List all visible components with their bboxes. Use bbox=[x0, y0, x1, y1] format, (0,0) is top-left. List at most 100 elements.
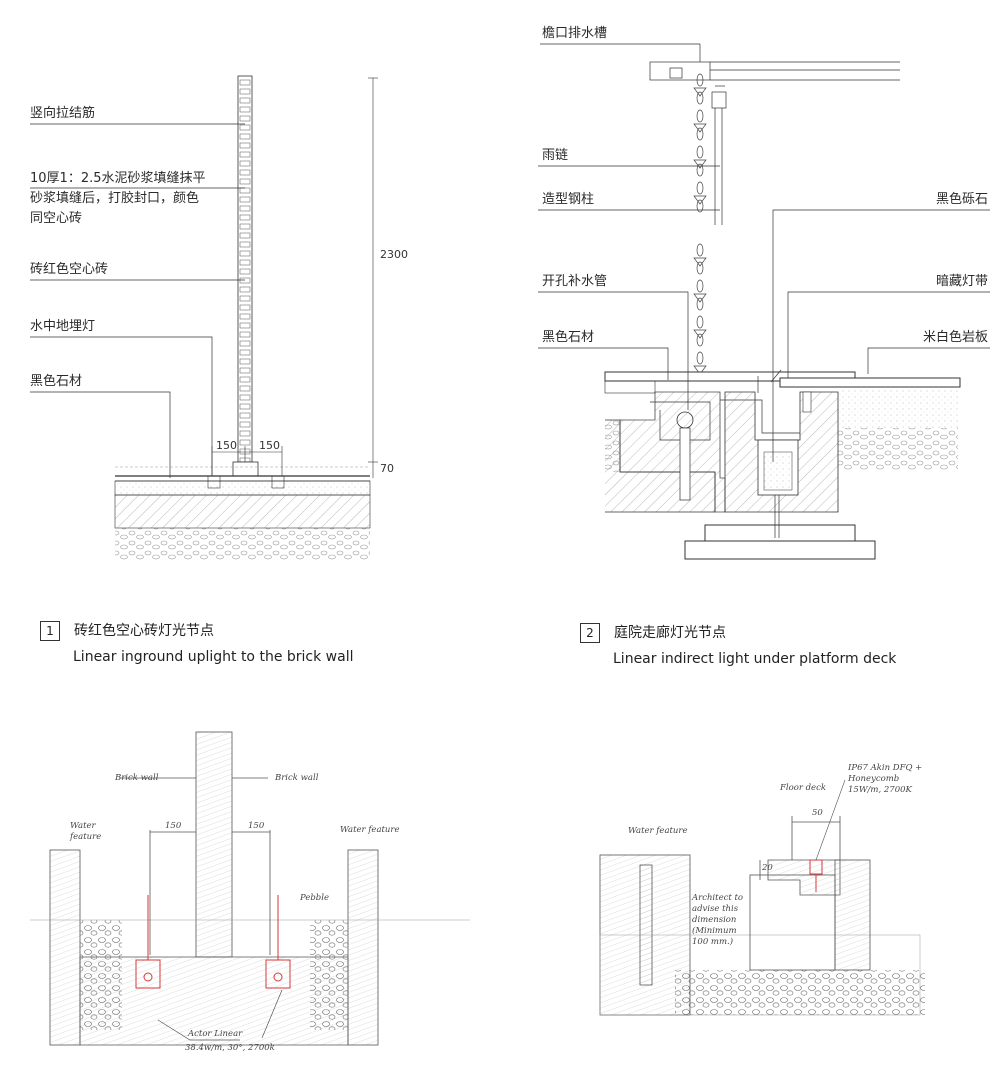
label-rain-chain: 雨链 bbox=[542, 148, 568, 163]
brick-course bbox=[239, 178, 251, 185]
sketch-label-brick-wall-left: Brick wall bbox=[114, 773, 159, 783]
brick-course bbox=[239, 286, 251, 293]
caption-1-subtitle: Linear inground uplight to the brick wal… bbox=[73, 649, 354, 665]
brick-course bbox=[239, 205, 251, 212]
caption-2-title: 庭院走廊灯光节点 bbox=[614, 625, 726, 641]
chain-link bbox=[696, 91, 704, 105]
brick-course bbox=[239, 295, 251, 302]
brick-course bbox=[239, 349, 251, 356]
label-mortar: 10厚1：2.5水泥砂浆填缝抹平砂浆填缝后，打胶封口，颜色同空心砖 bbox=[30, 171, 206, 226]
brick-course bbox=[239, 133, 251, 140]
brick-course bbox=[239, 97, 251, 104]
caption-1: 1 砖红色空心砖灯光节点 Linear inground uplight to t… bbox=[40, 620, 353, 665]
sketch-label-fixture: Actor Linear bbox=[187, 1029, 243, 1039]
chain-link bbox=[696, 163, 704, 177]
chain-link bbox=[696, 351, 704, 365]
chain-cup bbox=[693, 365, 707, 375]
detail-2-leaders bbox=[538, 165, 990, 462]
brick-course bbox=[239, 268, 251, 275]
brick-course bbox=[239, 277, 251, 284]
sketch-label-brick-wall-right: Brick wall bbox=[274, 773, 319, 783]
sketch-dim-left: 150 bbox=[165, 821, 182, 831]
brick-course bbox=[239, 106, 251, 113]
sketch-1-fixtures bbox=[135, 895, 291, 989]
brick-course bbox=[239, 124, 251, 131]
dim-right: 150 bbox=[259, 439, 280, 452]
chain-cup bbox=[693, 293, 707, 303]
brick-course bbox=[239, 376, 251, 383]
brick-course bbox=[239, 394, 251, 401]
label-inground-light: 水中地埋灯 bbox=[30, 319, 95, 334]
brick-course bbox=[239, 430, 251, 437]
height-dimension bbox=[368, 77, 378, 478]
chain-link bbox=[696, 333, 704, 347]
brick-course bbox=[239, 367, 251, 374]
brick-course bbox=[239, 79, 251, 86]
brick-course bbox=[239, 259, 251, 266]
label-rebar: 竖向拉结筋 bbox=[30, 105, 95, 121]
sketch2-label-floor-deck: Floor deck bbox=[779, 783, 826, 793]
brick-course bbox=[239, 412, 251, 419]
chain-link bbox=[696, 279, 704, 293]
sketch2-dim-side: 20 bbox=[761, 863, 773, 873]
platform-section bbox=[604, 369, 961, 560]
brick-course bbox=[239, 88, 251, 95]
chain-cup bbox=[693, 123, 707, 133]
sketch-label-fixture-spec: 38.4w/m, 30°, 2700k bbox=[185, 1043, 275, 1053]
sketch2-label-water: Water feature bbox=[628, 826, 688, 836]
chain-link bbox=[696, 73, 704, 87]
brick-course bbox=[239, 322, 251, 329]
brick-course bbox=[239, 331, 251, 338]
brick-course bbox=[239, 160, 251, 167]
sketch-brick-wall bbox=[195, 731, 233, 958]
chain-cup bbox=[693, 159, 707, 169]
label-black-stone: 黑色石材 bbox=[30, 373, 82, 389]
caption-2-subtitle: Linear indirect light under platform dec… bbox=[613, 651, 897, 667]
brick-course bbox=[239, 439, 251, 446]
brick-course bbox=[239, 232, 251, 239]
label-brick: 砖红色空心砖 bbox=[30, 261, 108, 277]
sketch-label-water-right: Water feature bbox=[340, 825, 400, 835]
brick-course bbox=[239, 169, 251, 176]
label-black-stone-2: 黑色石材 bbox=[542, 329, 594, 345]
brick-course bbox=[239, 115, 251, 122]
sketch-dim-right: 150 bbox=[248, 821, 265, 831]
detail-2-drawing: 檐口排水槽 雨链 造型钢柱 开孔补水管 黑色石材 黑色砾石 暗藏灯带 米白色岩板 bbox=[538, 26, 990, 560]
caption-1-number: 1 bbox=[40, 621, 60, 641]
brick-course bbox=[239, 421, 251, 428]
brick-course bbox=[239, 358, 251, 365]
brick-course bbox=[239, 241, 251, 248]
brick-course bbox=[239, 340, 251, 347]
detail-1-leaders bbox=[30, 123, 245, 478]
brick-course bbox=[239, 187, 251, 194]
gutter bbox=[540, 43, 900, 225]
chain-link bbox=[696, 145, 704, 159]
chain-link bbox=[696, 297, 704, 311]
label-slab: 米白色岩板 bbox=[923, 329, 988, 345]
base-layers bbox=[114, 461, 371, 560]
brick-course bbox=[239, 403, 251, 410]
chain-link bbox=[696, 243, 704, 257]
brick-course bbox=[239, 223, 251, 230]
brick-course bbox=[239, 385, 251, 392]
sketch-label-pebble: Pebble bbox=[299, 893, 329, 903]
chain-link bbox=[696, 181, 704, 195]
dim-height: 2300 bbox=[380, 248, 408, 261]
brick-course bbox=[239, 151, 251, 158]
chain-cup bbox=[693, 87, 707, 97]
brick-course bbox=[239, 214, 251, 221]
brick-wall bbox=[237, 75, 253, 464]
chain-cup bbox=[693, 329, 707, 339]
detail-1-drawing: 2300 70 150 150 竖向拉结筋 10厚1：2.5水泥砂浆填缝抹平砂浆… bbox=[30, 75, 408, 560]
chain-link bbox=[696, 109, 704, 123]
chain-link bbox=[696, 127, 704, 141]
caption-1-title: 砖红色空心砖灯光节点 bbox=[74, 623, 214, 639]
chain-cup bbox=[693, 257, 707, 267]
chain-link bbox=[696, 199, 704, 213]
label-hidden-strip: 暗藏灯带 bbox=[936, 274, 988, 289]
